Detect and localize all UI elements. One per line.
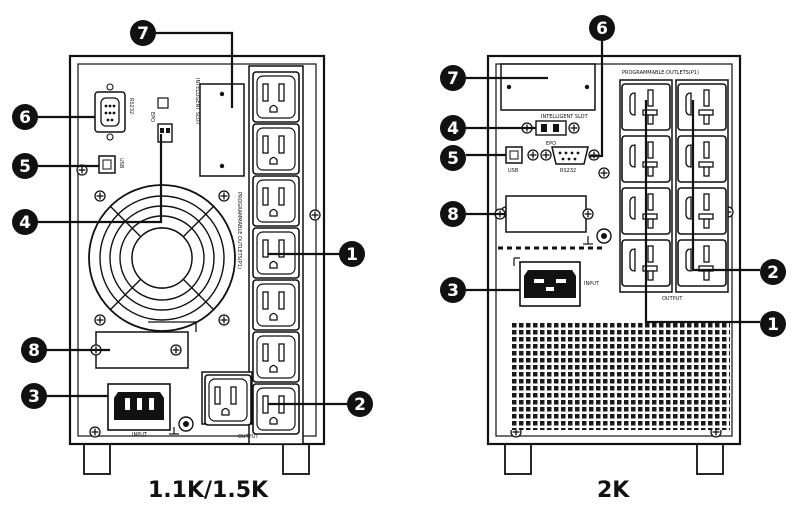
left-outlet-7: [252, 383, 300, 435]
left-foot-left: [83, 439, 111, 475]
right-rs232-label: RS232: [560, 168, 576, 174]
left-screw-bottom-left: [89, 426, 101, 438]
right-foot-right: [696, 439, 724, 475]
right-input-label: INPUT: [584, 281, 600, 287]
right-intelligent-slot: INTELLIGENT SLOT: [500, 63, 596, 120]
svg-text:1: 1: [767, 315, 779, 335]
svg-text:2: 2: [767, 263, 779, 283]
left-outlet-5: [252, 279, 300, 331]
right-ups-unit: INTELLIGENT SLOT EPO USB RS232: [486, 54, 742, 475]
left-usb-label: USB: [118, 158, 124, 169]
right-callout-8: 8: [440, 201, 466, 227]
right-outlet-6: [677, 135, 727, 183]
left-screw-side-right: [309, 209, 321, 221]
left-intelligent-slot: INTELLIGENT SLOT: [194, 78, 245, 177]
left-intelligent-slot-label: INTELLIGENT SLOT: [194, 78, 200, 126]
right-ac-input: INPUT: [513, 257, 600, 307]
left-callout-8: 8: [21, 337, 47, 363]
left-callout-2: 2: [347, 391, 373, 417]
left-programmable-label: PROGRAMMABLE OUTLETS(P1): [236, 192, 242, 269]
right-epo-port: EPO: [521, 120, 580, 147]
right-callout-3: 3: [440, 277, 466, 303]
right-output-label: OUTPUT: [662, 296, 683, 302]
left-rs232-port: RS232: [94, 83, 134, 141]
right-model-caption: 2K: [597, 478, 630, 503]
svg-text:4: 4: [447, 119, 459, 139]
left-ground-terminal: [169, 416, 194, 435]
right-outlet-7: [677, 187, 727, 235]
svg-text:4: 4: [19, 213, 31, 233]
left-outlet-6: [252, 331, 300, 383]
right-callout-1: 1: [760, 311, 786, 337]
left-programmable-outlet-2: [252, 123, 300, 175]
svg-text:6: 6: [596, 19, 608, 39]
left-usb-port: USB: [98, 155, 124, 174]
right-usb-label: USB: [508, 168, 519, 174]
left-callout-6: 6: [12, 104, 38, 130]
svg-text:6: 6: [19, 108, 31, 128]
svg-text:8: 8: [447, 205, 459, 225]
right-callout-4: 4: [440, 115, 466, 141]
right-ventilation-grille: [510, 322, 730, 430]
right-outlet-8: [677, 239, 727, 287]
left-programmable-outlet-3: [252, 175, 300, 227]
right-slot-cover: [494, 195, 594, 233]
left-callout-5: 5: [12, 153, 38, 179]
svg-text:7: 7: [447, 69, 459, 89]
svg-text:2: 2: [354, 395, 366, 415]
right-outlet-5: [677, 83, 727, 131]
svg-text:5: 5: [19, 157, 31, 177]
left-epo-label: EPO: [149, 112, 155, 122]
left-output-label: OUTPUT: [238, 434, 259, 440]
left-slot-cover: [90, 321, 197, 369]
left-callout-7: 7: [130, 20, 156, 46]
svg-text:5: 5: [447, 149, 459, 169]
left-ups-unit: RS232 EPO USB INTELLIGENT SLOT: [68, 54, 326, 475]
left-programmable-outlet-1: [252, 71, 300, 123]
svg-text:3: 3: [447, 281, 459, 301]
right-programmable-label: PROGRAMMABLE OUTLETS(P1): [622, 70, 699, 76]
right-callout-5: 5: [440, 145, 466, 171]
right-ground-terminal: [583, 228, 612, 245]
svg-text:8: 8: [28, 341, 40, 361]
left-leader-lines: [36, 31, 348, 406]
svg-text:3: 3: [28, 387, 40, 407]
left-foot-right: [282, 439, 310, 475]
left-model-caption: 1.1K/1.5K: [148, 478, 269, 503]
right-intelligent-slot-label: INTELLIGENT SLOT: [541, 114, 589, 120]
right-rs232-port: RS232: [540, 146, 600, 174]
left-callout-4: 4: [12, 209, 38, 235]
left-bottom-outlet: [201, 371, 253, 426]
svg-text:7: 7: [137, 24, 149, 44]
right-callout-2: 2: [760, 259, 786, 285]
right-leader-lines: [466, 40, 760, 324]
left-ac-input: INPUT: [107, 383, 171, 438]
left-input-label: INPUT: [132, 432, 148, 438]
svg-text:1: 1: [346, 245, 358, 265]
right-epo-label: EPO: [546, 141, 556, 147]
right-callout-7: 7: [440, 65, 466, 91]
right-callout-6: 6: [589, 15, 615, 41]
left-callout-3: 3: [21, 383, 47, 409]
left-cooling-fan: [88, 184, 236, 332]
left-callout-1: 1: [339, 241, 365, 267]
left-rs232-label: RS232: [128, 98, 134, 114]
